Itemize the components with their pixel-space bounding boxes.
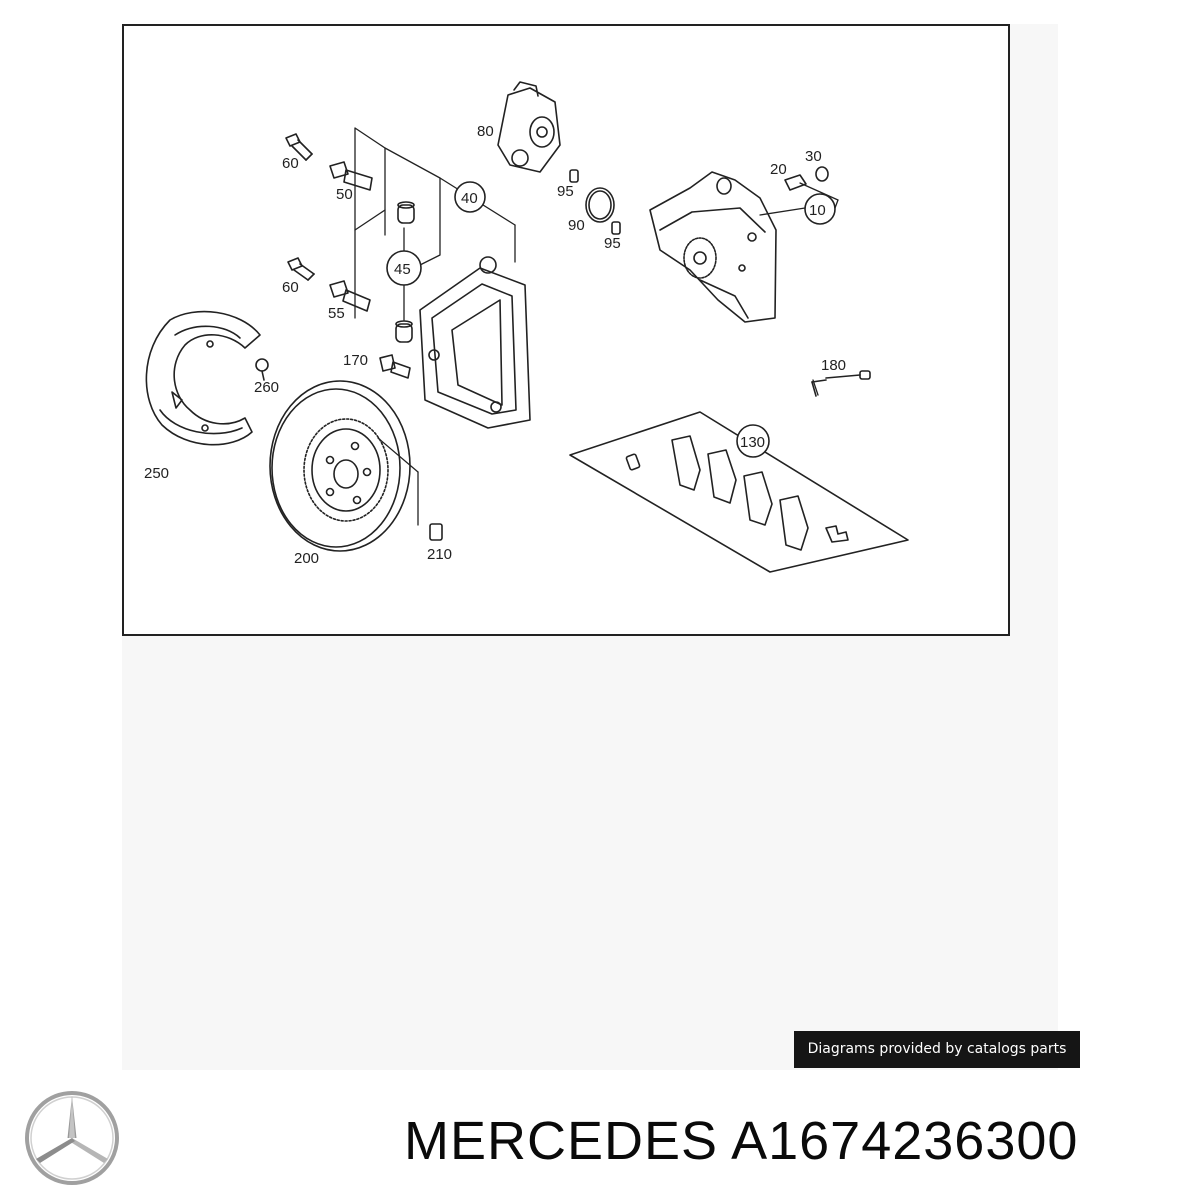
callout-90: 90 [568,217,585,234]
caliper-carrier [419,256,531,429]
bleed-screw-20 [784,174,807,191]
callout-200: 200 [294,550,319,567]
footer-title: MERCEDES A1674236300 [404,1108,1194,1174]
parking-motor-80 [497,81,561,173]
bushing-45-lower [395,320,413,343]
callout-40: 40 [461,190,478,207]
callout-95-lower: 95 [604,235,621,252]
callout-circles [386,181,836,458]
bolt-170 [379,354,411,379]
callout-60-upper: 60 [282,155,299,172]
brake-disc-200 [269,380,411,552]
callout-180: 180 [821,357,846,374]
bolt-60-upper [285,133,313,161]
mercedes-star-logo [25,1091,119,1185]
pad-kit-130 [569,411,909,573]
screw-95-lower [611,221,621,235]
callout-labels: 10 20 30 40 45 50 55 60 60 80 90 95 95 1… [144,123,846,567]
callout-circle-10 [804,193,836,225]
screw-95-upper [569,169,579,183]
bolt-60-lower [287,257,315,281]
wear-sensor-180 [811,370,871,397]
callout-50: 50 [336,186,353,203]
bushing-45-upper [397,201,415,224]
bolt-210 [429,523,443,541]
callout-130: 130 [740,434,765,451]
callout-60-lower: 60 [282,279,299,296]
callout-260: 260 [254,379,279,396]
callout-circle-130 [736,424,770,458]
bolt-260 [255,358,269,381]
caliper-housing-10 [649,171,777,323]
callout-80: 80 [477,123,494,140]
callout-55: 55 [328,305,345,322]
brand-name: MERCEDES [404,1111,719,1171]
diagram-frame [122,24,1010,636]
callout-circle-45 [386,250,422,286]
catalog-credit-badge: Diagrams provided by catalogs parts [794,1031,1080,1068]
dust-shield-250 [145,310,261,446]
bleed-cap-30 [815,166,829,182]
guide-bolt-55 [329,280,371,312]
o-ring-90 [585,187,615,223]
callout-95-upper: 95 [557,183,574,200]
callout-170: 170 [343,352,368,369]
callout-45: 45 [394,261,411,278]
callout-30: 30 [805,148,822,165]
callout-250: 250 [144,465,169,482]
part-number: A1674236300 [731,1111,1079,1171]
callout-10: 10 [809,202,826,219]
callout-circle-40 [454,181,486,213]
guide-bolt-50 [329,161,373,191]
leader-lines [354,127,839,526]
callout-20: 20 [770,161,787,178]
callout-210: 210 [427,546,452,563]
